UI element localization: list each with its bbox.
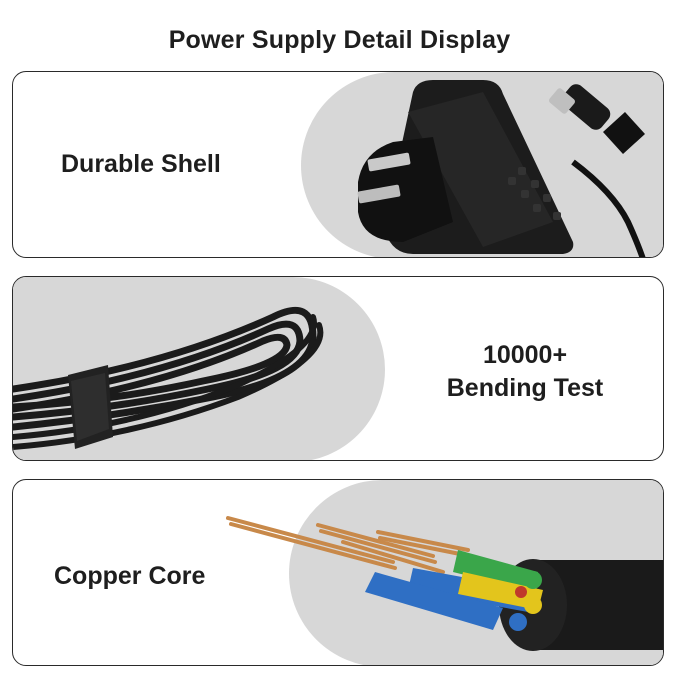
label-line-text: Bending Test	[446, 374, 604, 402]
power-adapter-image	[357, 80, 646, 257]
panel-durable-shell: Durable Shell	[12, 71, 664, 258]
panel-label-bending-test: 10000+ Bending Test	[401, 339, 649, 405]
panel-label-copper-core: Copper Core	[54, 562, 206, 590]
panel-copper-core: Copper Core	[12, 479, 664, 666]
cable-cross-section-image	[226, 516, 663, 651]
page-title: Power Supply Detail Display	[168, 26, 511, 54]
panel-label-durable-shell: Durable Shell	[61, 150, 221, 178]
coiled-cable-image	[13, 306, 324, 450]
panel-bending-test: 10000+ Bending Test	[12, 276, 664, 461]
label-line-count: 10000+	[482, 341, 568, 369]
